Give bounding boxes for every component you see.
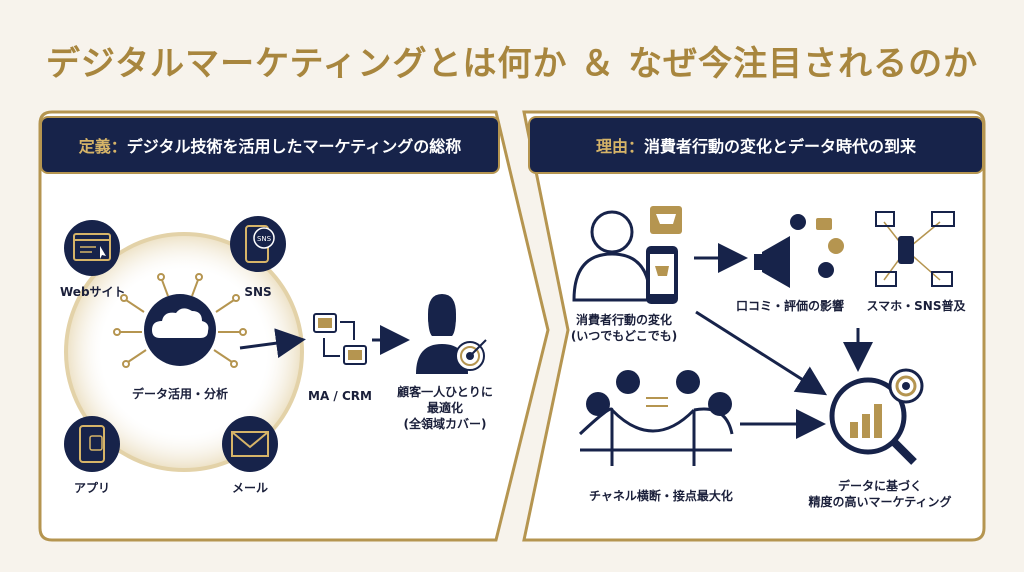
label-consumer-line2: (いつでもどこでも) [570,329,678,344]
label-web: Webサイト [60,285,126,299]
arrow-consumer-to-data [695,310,828,396]
label-customer-line1: 顧客一人ひとりに [397,385,493,399]
label-app: アプリ [73,481,110,495]
label-customer: 顧客一人ひとりに 最適化 (全領域カバー) [390,384,500,433]
left-header-prefix: 定義： [78,137,127,156]
right-header: 理由： 消費者行動の変化とデータ時代の到来 [528,116,984,174]
web-icon [64,220,120,276]
sns-badge-text: SNS [257,235,272,243]
label-sns: SNS [244,285,272,299]
left-header: 定義： デジタル技術を活用したマーケティングの総称 [40,116,500,174]
magnifier-icon [829,368,924,465]
label-consumer: 消費者行動の変化 (いつでもどこでも) [564,312,684,344]
label-reviews: 口コミ・評価の影響 [735,299,844,313]
label-data-line2: 精度の高いマーケティング [808,495,952,510]
mail-icon [222,416,278,472]
right-header-text: 消費者行動の変化とデータ時代の到来 [644,137,917,156]
sns-icon: SNS [230,216,286,272]
app-icon [64,416,120,472]
page-title: デジタルマーケティングとは何か ＆ なぜ今注目されるのか [45,44,979,84]
megaphone-icon [754,214,844,288]
label-smartphone: スマホ・SNS普及 [866,299,966,313]
label-customer-line3: (全領域カバー) [403,417,487,432]
label-consumer-line1: 消費者行動の変化 [575,313,672,327]
label-data-marketing: データに基づく 精度の高いマーケティング [800,478,960,510]
consumer-icon [572,206,682,304]
label-data-line1: データに基づく [837,479,922,493]
label-macrm: MA / CRM [308,389,372,403]
network-icon [875,211,955,287]
customer-icon [416,294,487,374]
label-data-analysis: データ活用・分析 [131,387,228,401]
bridge-icon [578,370,734,466]
label-mail: メール [231,481,268,495]
brain-icon [113,273,247,368]
left-header-text: デジタル技術を活用したマーケティングの総称 [126,137,462,156]
label-channel: チャネル横断・接点最大化 [589,489,733,503]
arrow-hub-to-macrm [239,328,306,359]
label-customer-line2: 最適化 [426,401,463,416]
right-header-prefix: 理由： [595,137,644,156]
macrm-icon [313,313,367,365]
